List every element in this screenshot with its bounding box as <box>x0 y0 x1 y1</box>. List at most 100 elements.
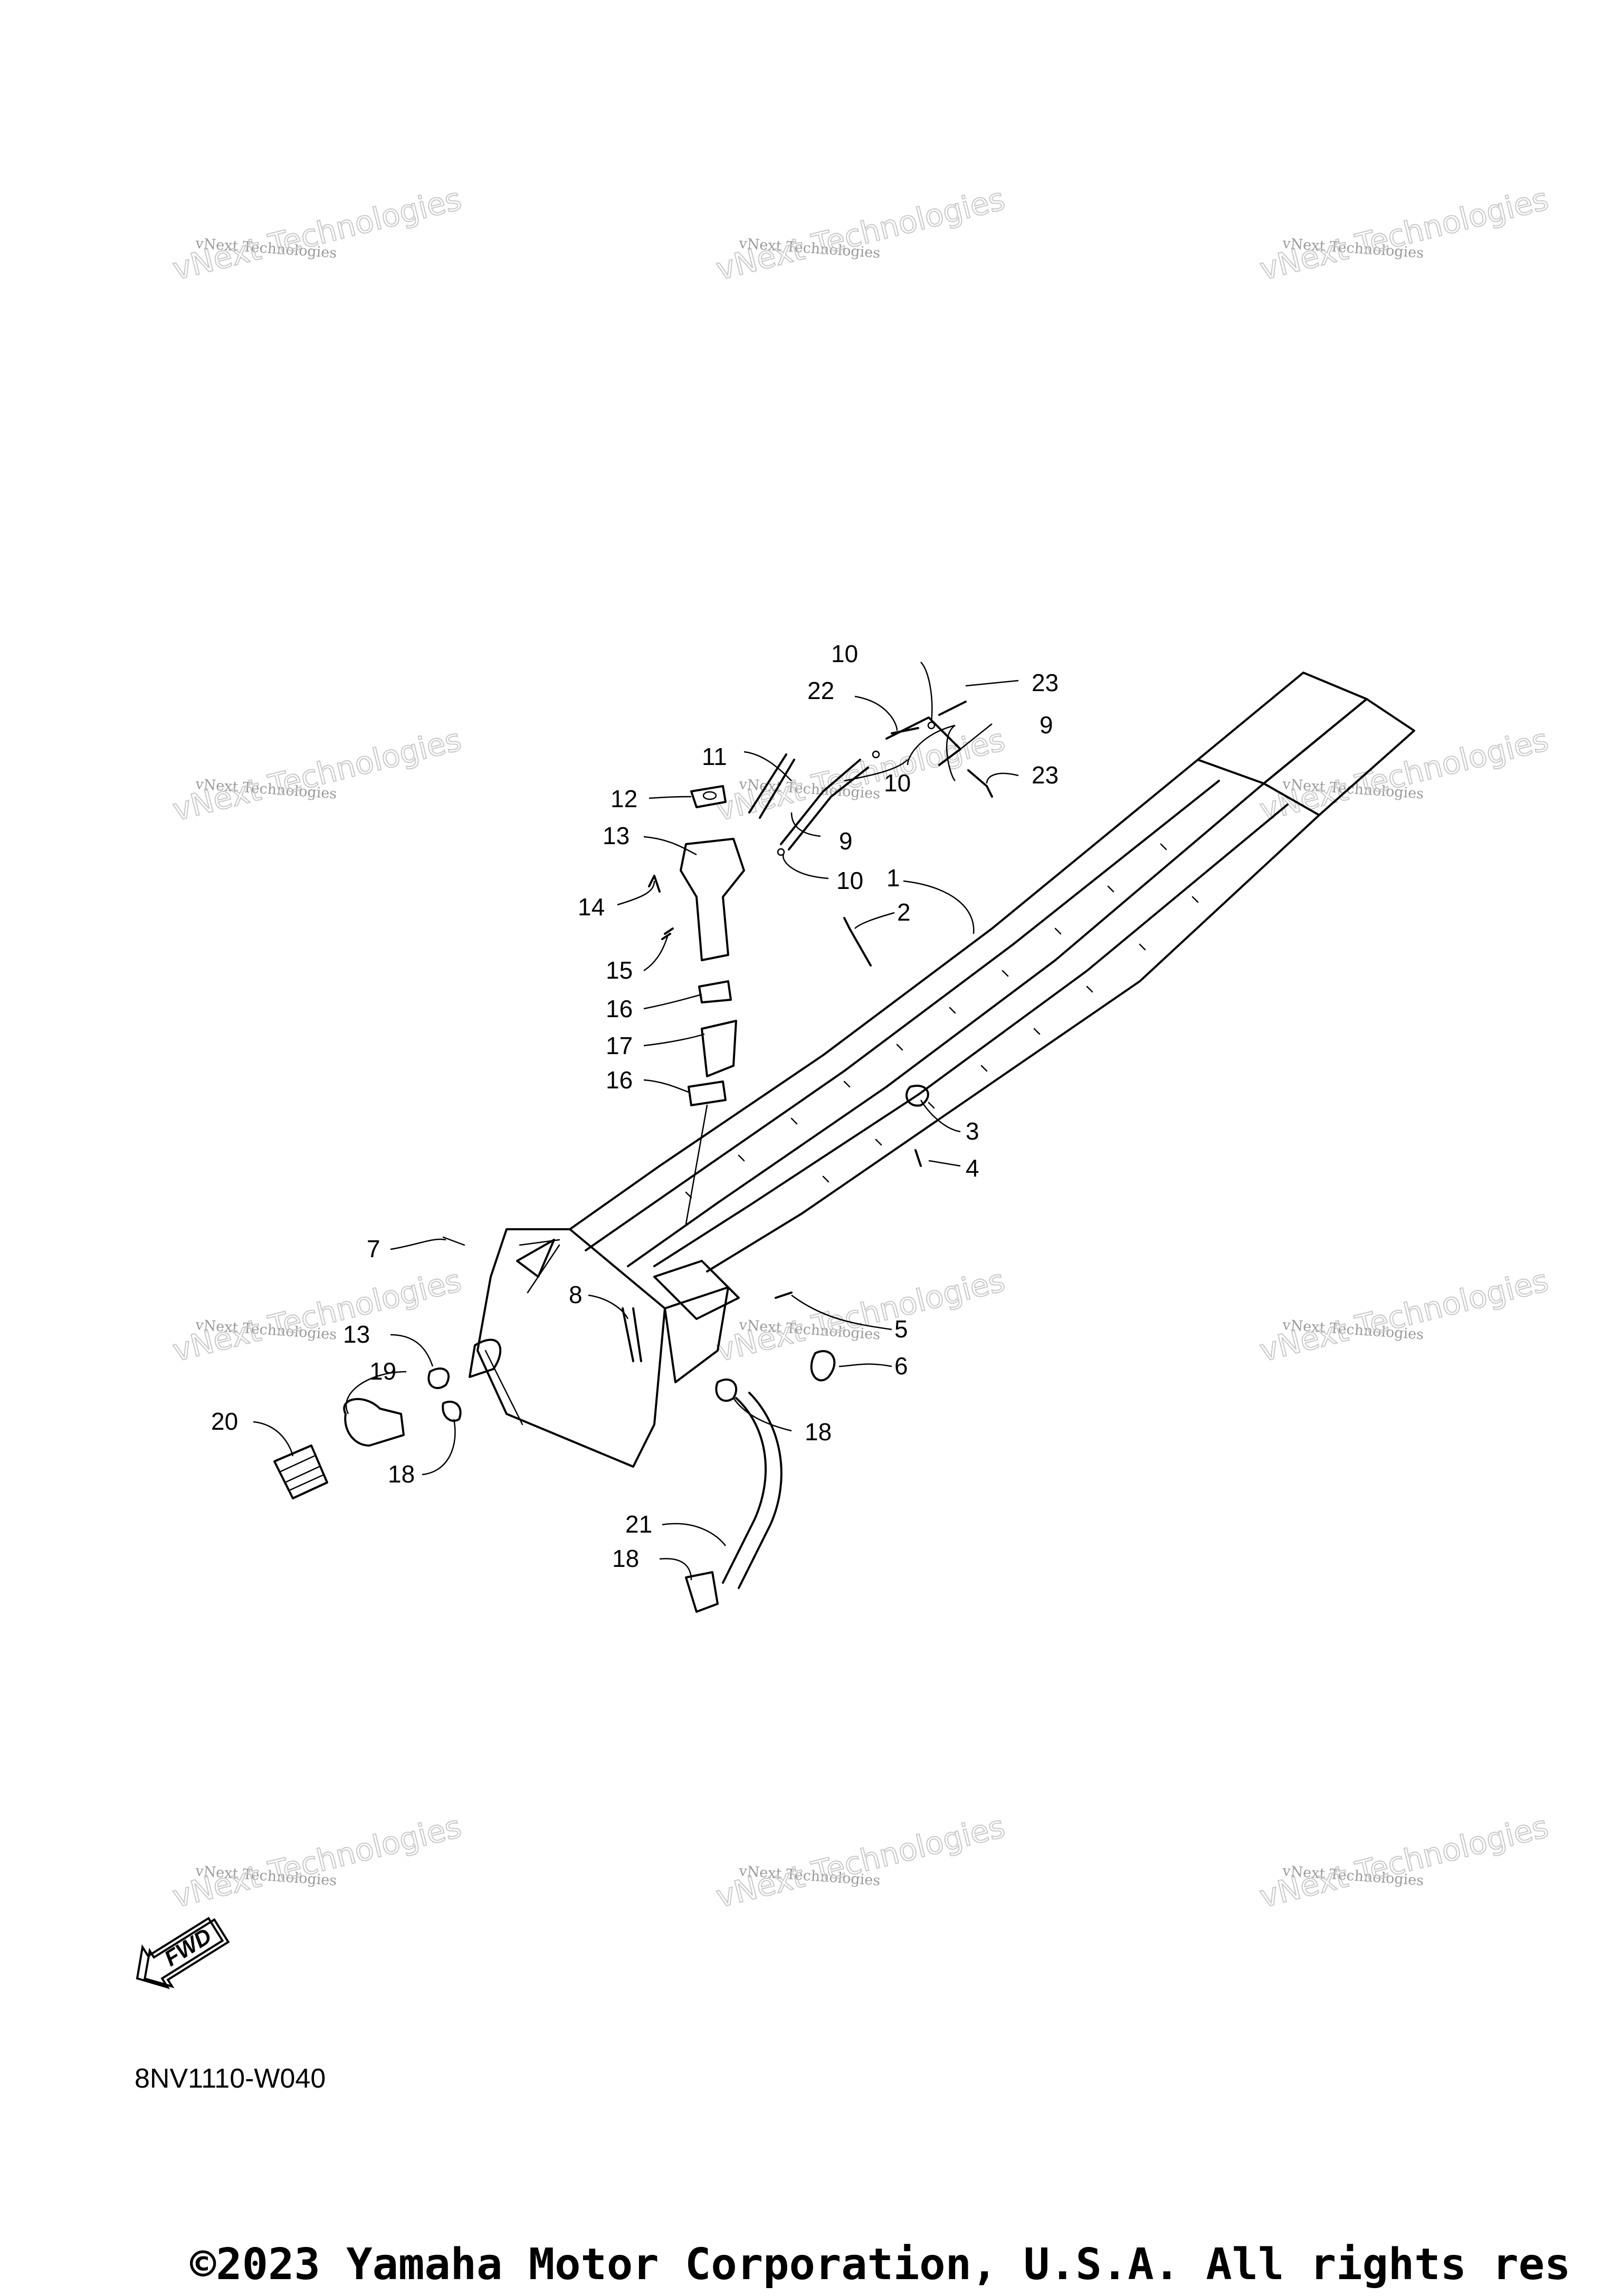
callout-19: 19 <box>369 1357 396 1385</box>
callout-13b: 13 <box>343 1321 370 1348</box>
leader-line <box>643 1079 689 1093</box>
flange-bumps <box>685 843 1199 1199</box>
callout-9a: 9 <box>1040 711 1053 739</box>
callouts: 1 2 3 4 5 6 7 8 9 9 10 10 10 11 12 13 13… <box>211 640 1059 1572</box>
part-23-hose-b <box>967 769 993 798</box>
leader-line <box>928 1160 961 1167</box>
leader-line <box>422 1419 456 1476</box>
leader-line <box>986 772 1019 784</box>
leader-line <box>643 936 669 972</box>
leader-line <box>791 1294 892 1331</box>
upper-parts <box>648 701 993 1225</box>
part-1-link-line <box>685 1104 708 1225</box>
leader-line <box>390 1334 434 1367</box>
watermark-text-large: vNext Technologies <box>713 181 1008 288</box>
part-23-hose-a <box>938 701 967 716</box>
callout-11: 11 <box>702 743 727 770</box>
part-14-clip <box>648 875 661 893</box>
leader-line <box>783 854 829 879</box>
callout-9b: 9 <box>839 827 853 855</box>
callout-17: 17 <box>606 1032 633 1059</box>
leader-line <box>659 1558 692 1581</box>
part-12-hole <box>702 791 717 800</box>
leader-line <box>643 1033 705 1047</box>
callout-12: 12 <box>611 785 637 812</box>
callout-10c: 10 <box>836 867 863 894</box>
part-13-filler-neck <box>680 838 745 961</box>
part-19-elbow <box>343 1398 405 1447</box>
callout-1: 1 <box>886 864 900 892</box>
rear-panel-2 <box>1263 698 1415 816</box>
callout-13a: 13 <box>603 822 630 849</box>
callout-20: 20 <box>211 1408 238 1435</box>
part-20-ribs <box>279 1455 324 1491</box>
watermark-text-large: vNext Technologies <box>1256 1262 1552 1369</box>
callout-22: 22 <box>807 677 834 704</box>
leader-line <box>790 812 821 837</box>
callout-23a: 23 <box>1032 669 1059 696</box>
part-16-clamp-upper <box>698 980 732 1003</box>
muffler-box-inner <box>484 1239 560 1426</box>
part-22-fitting <box>891 727 919 734</box>
callout-3: 3 <box>966 1117 979 1145</box>
part-3-damper <box>905 1085 929 1107</box>
watermarks: vNext Technologies vNext Technologies vN… <box>169 180 1552 1916</box>
part-2-bolt <box>843 917 872 967</box>
callout-18a: 18 <box>805 1418 832 1446</box>
callout-15: 15 <box>606 956 633 984</box>
watermark: vNext Technologies vNext Technologies <box>1256 721 1552 829</box>
part-6-grommet <box>810 1350 836 1382</box>
duct-upper-edge <box>569 759 1199 1230</box>
part-5-sensor <box>775 1292 793 1299</box>
part-11-hose <box>748 753 795 819</box>
leader-line <box>854 912 895 929</box>
leader-line <box>920 1099 961 1133</box>
watermark: vNext Technologies vNext Technologies <box>169 721 465 829</box>
callout-10b: 10 <box>884 769 911 797</box>
watermark-text-large: vNext Technologies <box>1256 722 1552 828</box>
callout-18b: 18 <box>388 1460 415 1488</box>
leader-line <box>617 881 655 906</box>
watermark-text-large: vNext Technologies <box>169 1262 465 1369</box>
leader-line <box>345 1371 407 1414</box>
part-7-bolt <box>442 1236 465 1246</box>
leader-line <box>643 836 697 856</box>
callout-4: 4 <box>966 1154 979 1182</box>
duct-flange-line-3 <box>653 803 1289 1267</box>
watermark: vNext Technologies vNext Technologies <box>169 180 465 288</box>
leader-line <box>649 796 692 799</box>
part-18-clamp-mid <box>715 1378 738 1402</box>
part-12-cap <box>690 785 727 808</box>
callout-5: 5 <box>894 1315 908 1343</box>
callout-18c: 18 <box>612 1545 639 1572</box>
diagram-code: 8NV1110-W040 <box>135 2063 326 2094</box>
duct-flange-line-1 <box>585 780 1220 1251</box>
part-18-clamp-left <box>442 1400 462 1422</box>
watermark-text-large: vNext Technologies <box>169 722 465 828</box>
duct-lower-edge <box>706 814 1320 1273</box>
callout-8: 8 <box>569 1281 583 1308</box>
leader-line <box>907 724 956 766</box>
part-16-clamp-lower <box>688 1080 727 1106</box>
callout-16a: 16 <box>606 995 633 1022</box>
callout-7: 7 <box>367 1235 380 1262</box>
leader-line <box>946 724 956 781</box>
duct-flange-line-2 <box>627 782 1265 1267</box>
callout-2: 2 <box>897 898 911 926</box>
part-17-hose <box>701 1020 737 1077</box>
leader-line <box>844 759 908 782</box>
part-10-clamp-a <box>927 721 936 730</box>
rear-panel-1 <box>1197 672 1368 785</box>
part-13-clamp-lower <box>427 1367 450 1389</box>
leader-line <box>903 880 975 934</box>
watermark: vNext Technologies vNext Technologies <box>1256 1808 1552 1916</box>
callout-10a: 10 <box>831 640 858 667</box>
leader-line <box>588 1294 629 1319</box>
watermark-text-large: vNext Technologies <box>169 1809 465 1915</box>
leader-line <box>253 1421 294 1457</box>
callout-21: 21 <box>625 1510 652 1538</box>
leader-line <box>965 680 1019 687</box>
part-15-bolt <box>661 927 674 940</box>
callout-16b: 16 <box>606 1066 633 1094</box>
